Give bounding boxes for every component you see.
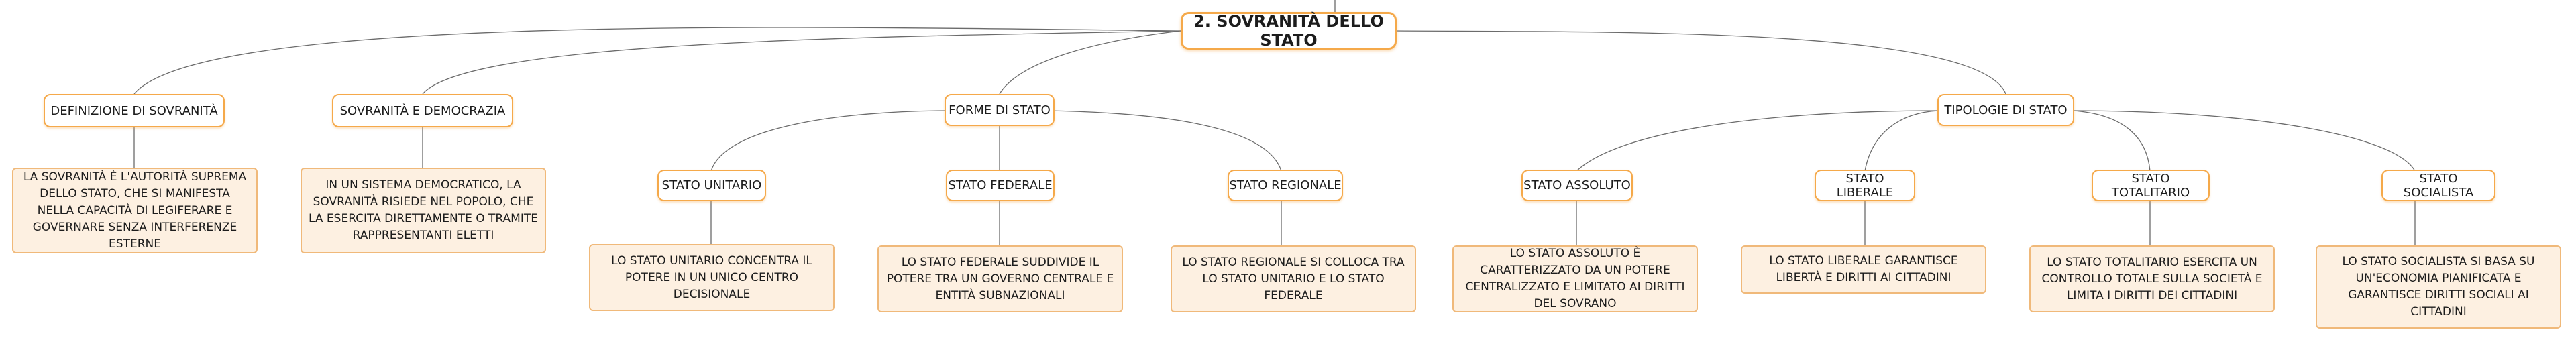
node-sovranita-e-democrazia[interactable]: SOVRANITÀ E DEMOCRAZIA: [332, 94, 513, 127]
desc-stato-assoluto: LO STATO ASSOLUTO È CARATTERIZZATO DA UN…: [1452, 245, 1698, 312]
node-stato-federale[interactable]: STATO FEDERALE: [946, 170, 1055, 201]
desc-stato-regionale: LO STATO REGIONALE SI COLLOCA TRA LO STA…: [1171, 245, 1416, 312]
desc-stato-unitario: LO STATO UNITARIO CONCENTRA IL POTERE IN…: [589, 244, 835, 311]
connector-tipologie-totalitario: [2072, 110, 2151, 172]
node-stato-socialista[interactable]: STATO SOCIALISTA: [2381, 170, 2496, 201]
connector-tipologie-liberale: [1864, 110, 1939, 172]
connector-tipologie-socialista: [2072, 110, 2416, 172]
connector-root-democrazia: [422, 30, 1181, 95]
desc-sovranita-e-democrazia: IN UN SISTEMA DEMOCRATICO, LA SOVRANITÀ …: [301, 168, 546, 253]
node-stato-totalitario[interactable]: STATO TOTALITARIO: [2092, 170, 2210, 201]
root-node[interactable]: 2. SOVRANITÀ DELLO STATO: [1181, 12, 1397, 50]
connector-root-tipologie: [1395, 30, 2006, 95]
desc-stato-socialista: LO STATO SOCIALISTA SI BASA SU UN'ECONOM…: [2316, 245, 2561, 329]
node-tipologie-di-stato[interactable]: TIPOLOGIE DI STATO: [1937, 94, 2074, 126]
connector-tipologie-assoluto: [1576, 110, 1939, 172]
connector-root-definizione: [133, 27, 1181, 95]
node-stato-regionale[interactable]: STATO REGIONALE: [1228, 170, 1343, 201]
node-definizione-di-sovranita[interactable]: DEFINIZIONE DI SOVRANITÀ: [44, 94, 225, 127]
desc-stato-liberale: LO STATO LIBERALE GARANTISCE LIBERTÀ E D…: [1741, 245, 1986, 294]
desc-definizione-di-sovranita: LA SOVRANITÀ È L'AUTORITÀ SUPREMA DELLO …: [12, 168, 258, 253]
connector-forme-regionale: [1046, 110, 1282, 172]
node-stato-unitario[interactable]: STATO UNITARIO: [657, 170, 766, 201]
desc-stato-totalitario: LO STATO TOTALITARIO ESERCITA UN CONTROL…: [2029, 245, 2275, 312]
desc-stato-federale: LO STATO FEDERALE SUDDIVIDE IL POTERE TR…: [877, 245, 1123, 312]
node-stato-liberale[interactable]: STATO LIBERALE: [1815, 170, 1915, 201]
node-forme-di-stato[interactable]: FORME DI STATO: [945, 94, 1055, 126]
node-stato-assoluto[interactable]: STATO ASSOLUTO: [1521, 170, 1633, 201]
connector-forme-unitario: [710, 110, 953, 172]
connector-root-forme: [999, 30, 1181, 95]
